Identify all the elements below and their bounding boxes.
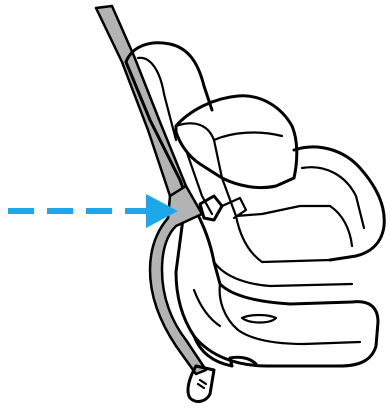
buckle-tongue-mark: [198, 380, 206, 388]
seat-base-lower: [194, 336, 256, 366]
seat-base-outline: [176, 196, 378, 366]
cushion-slot: [242, 315, 276, 323]
base-inner-curve: [194, 290, 220, 326]
torso-padding: [222, 178, 330, 262]
side-wing-right: [294, 147, 384, 260]
